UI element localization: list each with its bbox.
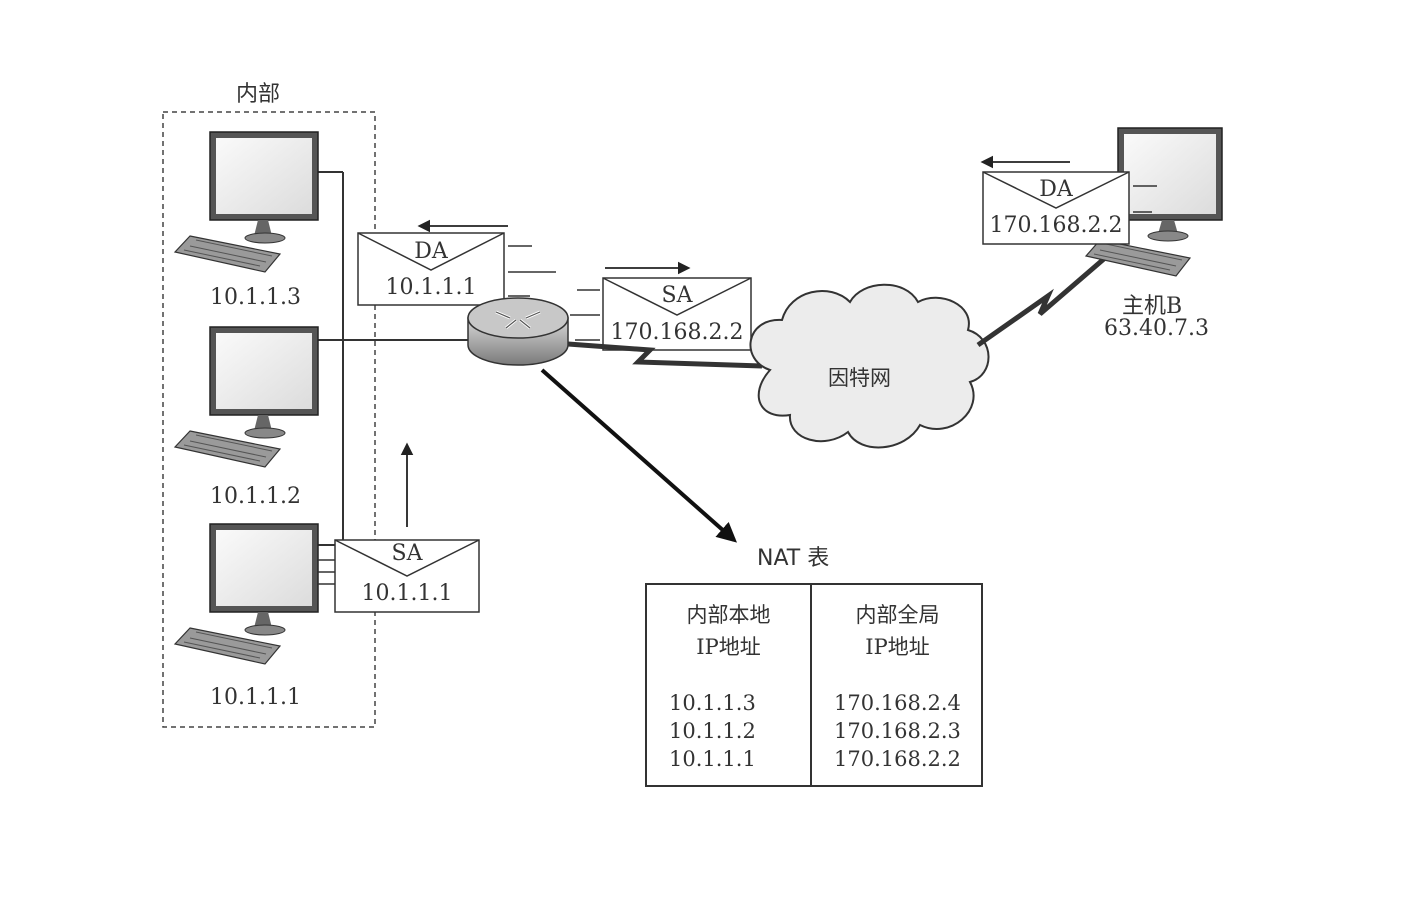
host-ip-label: 10.1.1.1 [210, 685, 301, 710]
envelope-icon [602, 277, 752, 351]
computer-icon [173, 326, 319, 468]
packet-field-label: SA [391, 541, 423, 566]
header-line: IP地址 [696, 635, 761, 659]
host-ip-label: 10.1.1.3 [210, 285, 301, 310]
motion-lines [508, 245, 556, 297]
motion-lines [1133, 185, 1157, 213]
nat-column-inside-local: 内部本地 IP地址 10.1.1.3 10.1.1.2 10.1.1.1 [647, 585, 812, 785]
nat-cell: 170.168.2.4 [834, 691, 961, 715]
nat-column-values: 170.168.2.4 170.168.2.3 170.168.2.2 [834, 689, 961, 773]
motion-lines [570, 289, 600, 341]
nat-cell: 10.1.1.2 [669, 719, 756, 743]
nat-table-title: NAT 表 [757, 546, 830, 571]
motion-lines [318, 559, 336, 585]
lan-bus [318, 171, 470, 546]
host-b-ip: 63.40.7.3 [1104, 316, 1209, 341]
header-line: 内部全局 [855, 603, 940, 627]
envelope-icon [334, 539, 480, 613]
packet-field-label: SA [661, 283, 693, 308]
nat-column-header: 内部本地 IP地址 [647, 599, 810, 663]
header-line: 内部本地 [686, 603, 771, 627]
nat-table: 内部本地 IP地址 10.1.1.3 10.1.1.2 10.1.1.1 内部全… [645, 583, 983, 787]
header-line: IP地址 [865, 635, 930, 659]
envelope-icon [982, 171, 1130, 245]
packet-field-label: DA [1039, 177, 1073, 202]
packet-address: 10.1.1.1 [385, 275, 477, 300]
nat-column-header: 内部全局 IP地址 [812, 599, 983, 663]
packet-field-label: DA [414, 239, 448, 264]
envelope-icon [357, 232, 505, 306]
computer-icon [1084, 127, 1223, 277]
nat-cell: 10.1.1.1 [669, 747, 756, 771]
internet-label: 因特网 [828, 366, 891, 390]
router-icon [467, 297, 569, 366]
nat-cell: 10.1.1.3 [669, 691, 756, 715]
packet-address: 10.1.1.1 [361, 581, 453, 606]
packet-address: 170.168.2.2 [610, 320, 744, 345]
packet-address: 170.168.2.2 [989, 213, 1123, 238]
nat-column-inside-global: 内部全局 IP地址 170.168.2.4 170.168.2.3 170.16… [812, 585, 983, 785]
host-b-name: 主机B [1122, 294, 1183, 319]
wan-link-lightning [567, 341, 763, 369]
wan-link-lightning [976, 256, 1107, 348]
cloud-icon [749, 283, 990, 449]
host-ip-label: 10.1.1.2 [210, 484, 301, 509]
nat-lookup-arrow [540, 368, 737, 543]
nat-column-values: 10.1.1.3 10.1.1.2 10.1.1.1 [669, 689, 756, 773]
computer-icon [173, 523, 319, 665]
nat-cell: 170.168.2.3 [834, 719, 961, 743]
inside-label: 内部 [236, 82, 281, 107]
computer-icon [173, 131, 319, 273]
nat-cell: 170.168.2.2 [834, 747, 961, 771]
